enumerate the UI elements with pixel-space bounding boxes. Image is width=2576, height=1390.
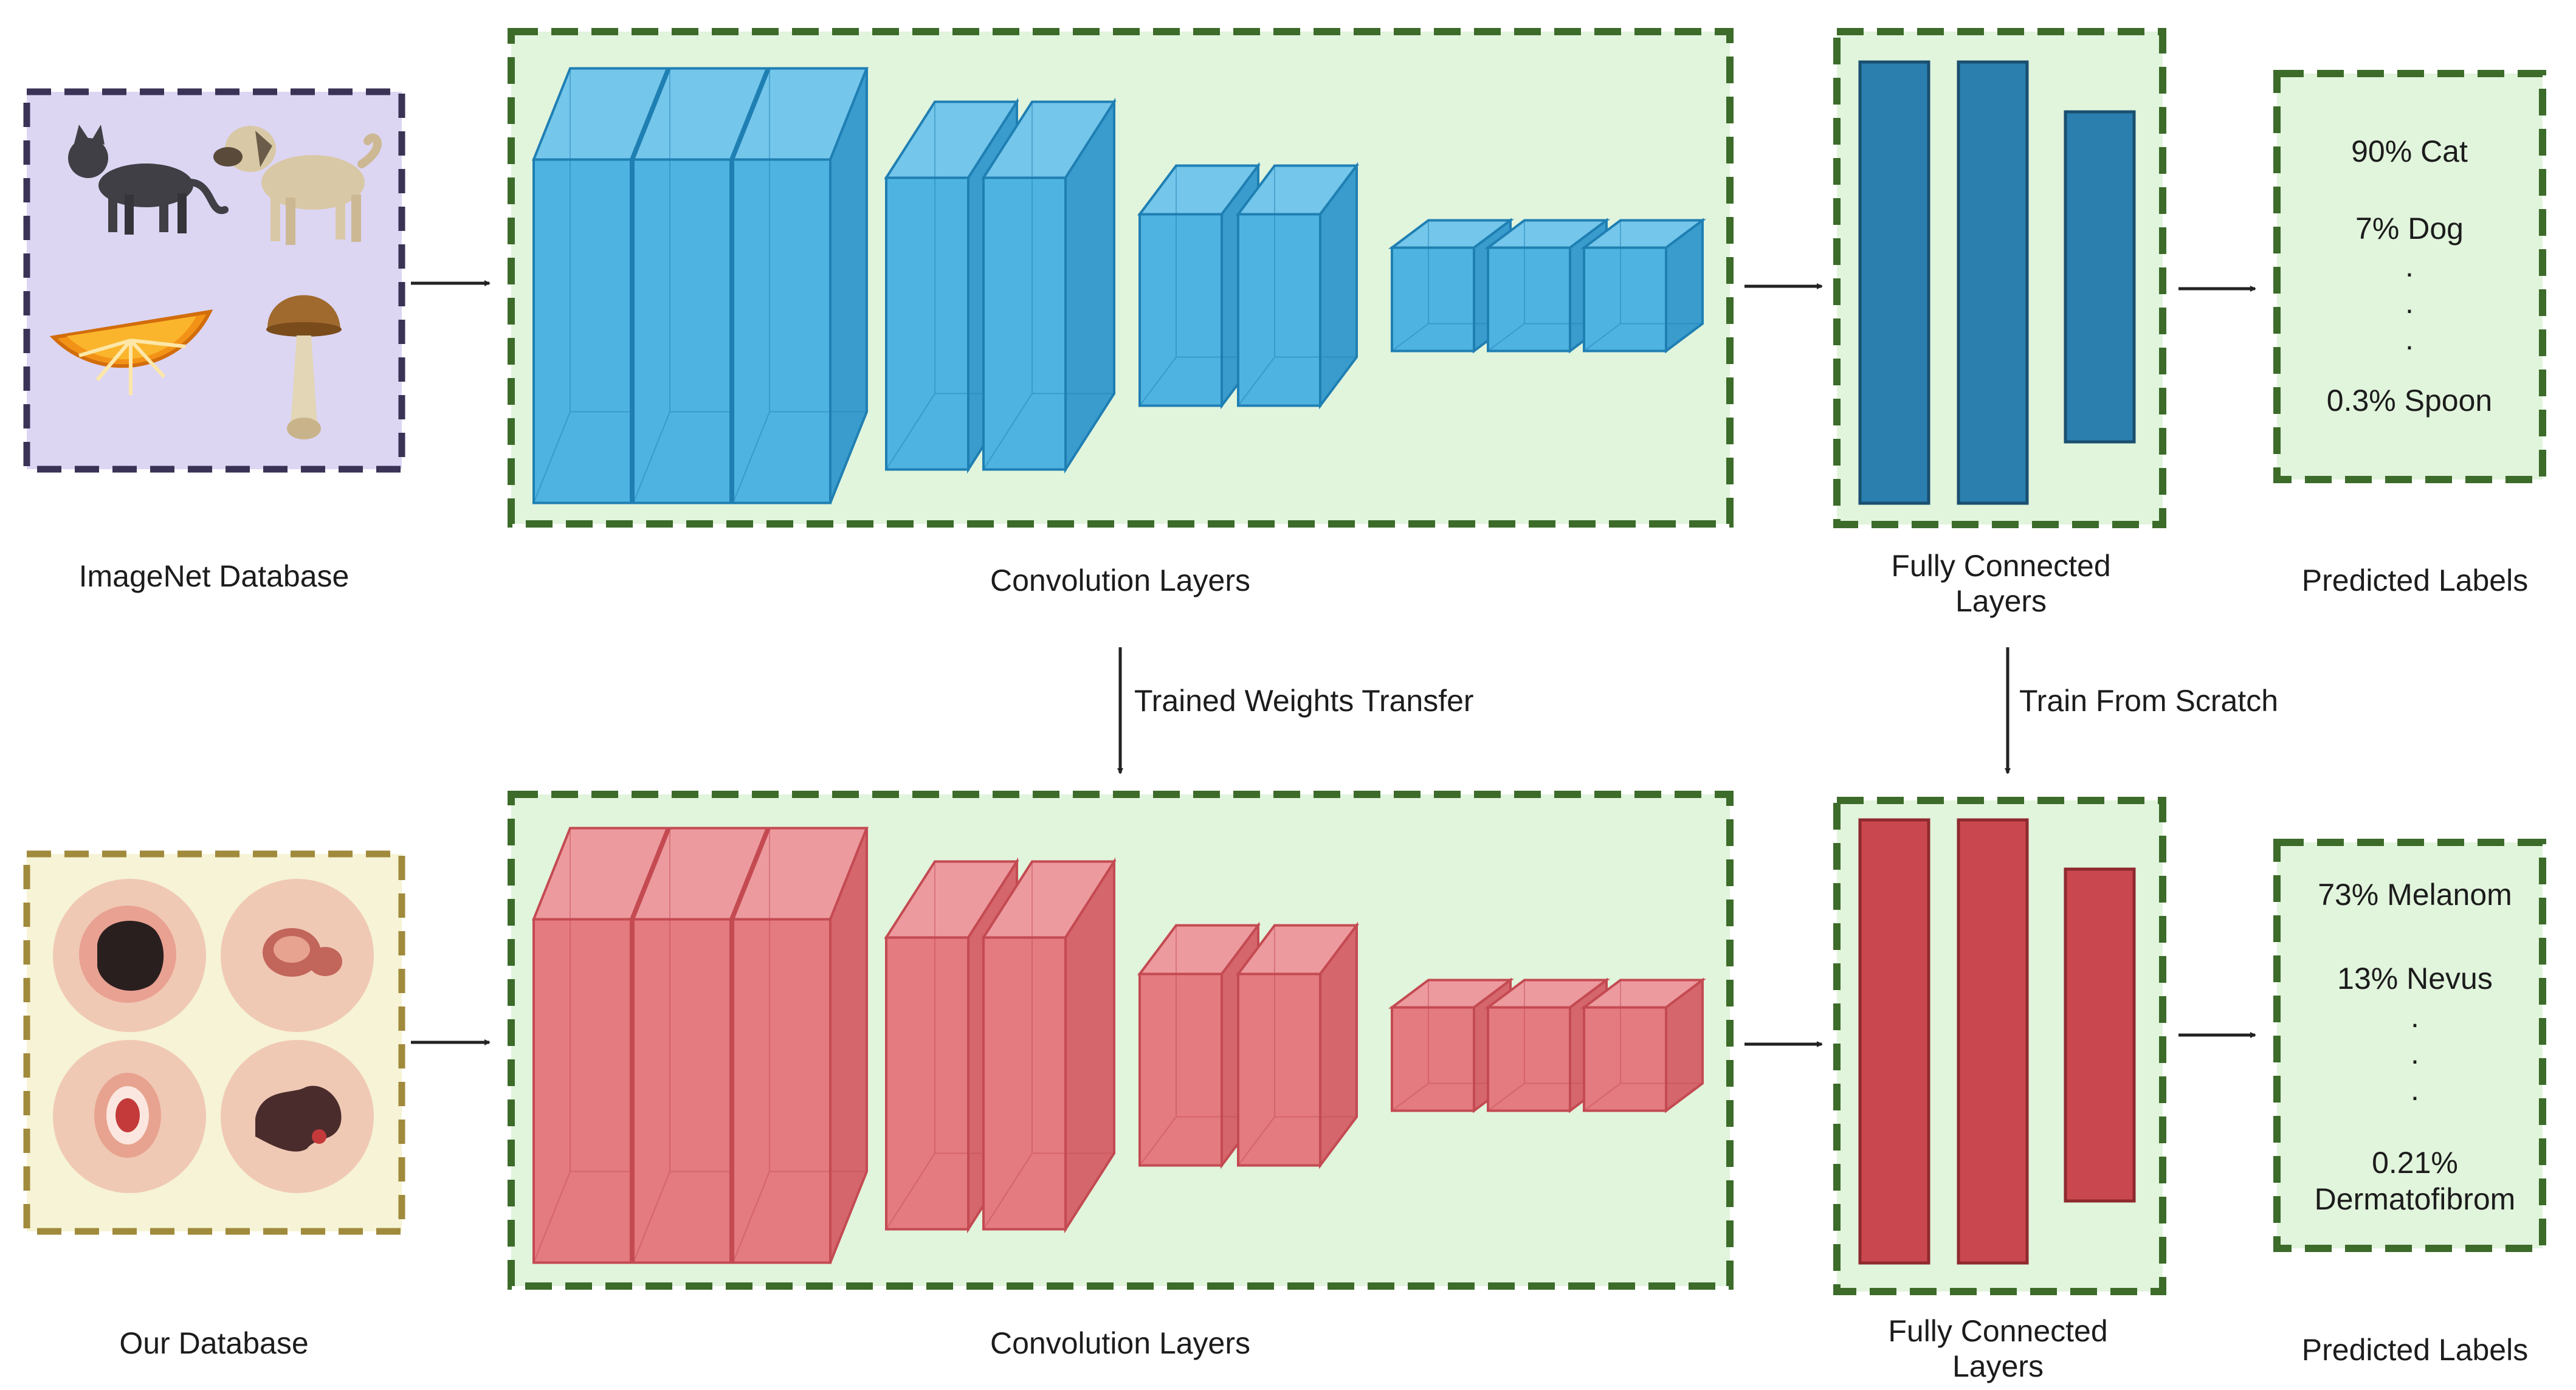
prediction-top-3: 0.3% Spoon: [2327, 384, 2492, 418]
predicted-labels-label-bottom: Predicted Labels: [2302, 1333, 2528, 1367]
fc-bar-2-bottom: [1957, 818, 2029, 1265]
conv-block-top-2-2: [981, 97, 1117, 474]
fc-label-line2-top: Layers: [1955, 584, 2047, 618]
prediction-bottom-2: 13% Nevus: [2337, 962, 2493, 996]
conv-layers-panel-top: [508, 28, 1734, 528]
fc-bar-2-top: [1957, 60, 2029, 505]
prediction-top-1: 90% Cat: [2351, 134, 2468, 168]
conv-blocks-top: [532, 67, 1706, 504]
fc-label-line1-top: Fully Connected: [1891, 549, 2110, 583]
predicted-labels-panel-bottom: 73% Melanom 13% Nevus . . . 0.21% Dermat…: [2273, 839, 2546, 1252]
prediction-bottom-3a: 0.21%: [2372, 1146, 2458, 1180]
cat-icon: [68, 125, 229, 235]
our-database-label: Our Database: [119, 1326, 308, 1360]
prediction-bottom-1: 73% Melanom: [2318, 878, 2512, 912]
conv-layers-label-bottom: Convolution Layers: [990, 1326, 1250, 1360]
predicted-labels-label-top: Predicted Labels: [2302, 563, 2528, 597]
prediction-ellipsis-1: .: [2405, 249, 2414, 283]
skin-lesion-ulcer-icon: [53, 1040, 206, 1193]
orange-slice-icon: [49, 309, 213, 395]
fc-bar-1-bottom: [1858, 818, 1930, 1265]
prediction-ellipsis-3: .: [2405, 322, 2414, 356]
conv-block-bottom-2-2: [981, 857, 1117, 1234]
fc-layers-panel-top: [1833, 28, 2166, 528]
conv-block-top-4-3: [1580, 218, 1706, 354]
conv-block-bottom-4-2: [1484, 977, 1610, 1113]
fc-bar-3-top: [2064, 110, 2136, 444]
conv-block-bottom-3-2: [1236, 921, 1359, 1169]
train-from-scratch-label: Train From Scratch: [2019, 684, 2278, 718]
prediction-bottom-3b: Dermatofibrom: [2315, 1182, 2516, 1216]
conv-block-top-1-2: [632, 67, 769, 504]
conv-block-bottom-1-3: [731, 827, 869, 1264]
fc-bar-3-bottom: [2064, 867, 2136, 1203]
conv-block-top-3-2: [1236, 162, 1359, 410]
prediction-ellipsis-b1: .: [2411, 1000, 2419, 1034]
trained-weights-transfer-label: Trained Weights Transfer: [1134, 684, 1474, 718]
predicted-labels-panel-top: 90% Cat 7% Dog . . . 0.3% Spoon: [2273, 70, 2546, 483]
mushroom-icon: [266, 295, 342, 439]
conv-layers-panel-bottom: [508, 791, 1734, 1290]
conv-layers-label-top: Convolution Layers: [990, 563, 1250, 597]
fc-layers-panel-bottom: [1833, 797, 2166, 1295]
prediction-top-2: 7% Dog: [2355, 212, 2464, 246]
fc-label-line2-bottom: Layers: [1952, 1349, 2044, 1383]
skin-lesion-nevus-icon: [221, 879, 374, 1032]
skin-lesion-melanoma-icon: [53, 879, 206, 1032]
prediction-ellipsis-b3: .: [2411, 1073, 2419, 1107]
conv-block-top-1-3: [731, 67, 869, 504]
prediction-ellipsis-b2: .: [2411, 1036, 2419, 1070]
conv-block-bottom-4-3: [1580, 977, 1706, 1113]
prediction-ellipsis-2: .: [2405, 286, 2414, 320]
dog-icon: [213, 126, 382, 245]
our-database-panel: [23, 850, 405, 1235]
conv-blocks-bottom: [532, 827, 1706, 1264]
fc-bar-1-top: [1858, 60, 1930, 505]
imagenet-database-label: ImageNet Database: [79, 559, 350, 593]
imagenet-database-panel: [23, 88, 405, 473]
fc-label-line1-bottom: Fully Connected: [1888, 1314, 2107, 1348]
skin-lesion-irregular-icon: [221, 1040, 374, 1193]
